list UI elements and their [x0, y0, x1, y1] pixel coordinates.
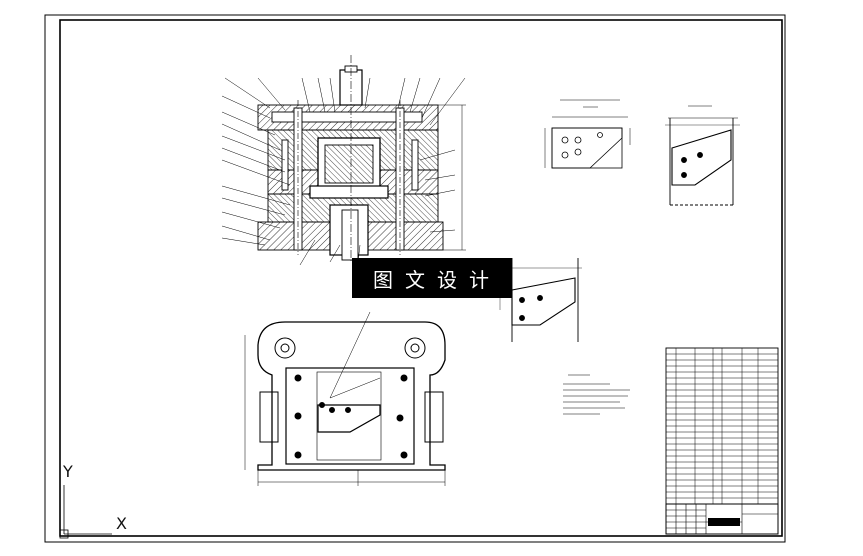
die-assembly-section	[221, 55, 466, 266]
ucs-icon	[59, 485, 112, 539]
ucs-y-label: Y	[63, 462, 73, 481]
part-drawing	[544, 99, 631, 169]
strip-layout-drawing-2	[499, 258, 582, 342]
inner-border	[59, 19, 783, 537]
bill-of-materials-table	[665, 347, 779, 505]
watermark-banner: 图文设计	[352, 258, 512, 298]
technical-notes	[563, 374, 630, 415]
strip-layout-drawing	[665, 105, 740, 206]
lower-die-plan-view	[244, 311, 446, 486]
title-block	[665, 503, 779, 535]
ucs-x-label: X	[116, 514, 127, 533]
outer-border	[44, 14, 786, 543]
